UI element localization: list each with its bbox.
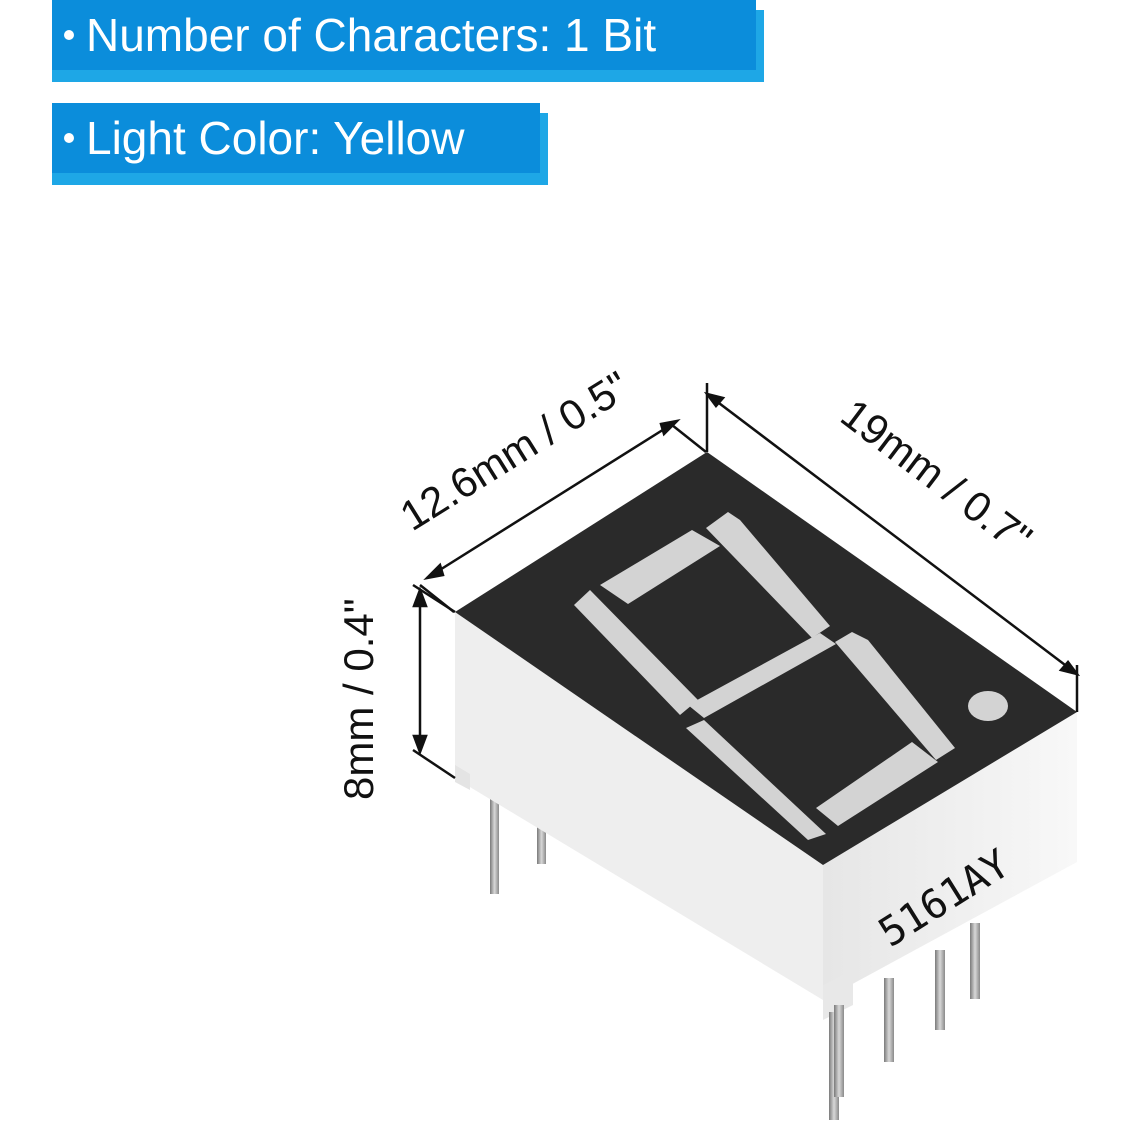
width-dimension-label: 12.6mm / 0.5" [392, 362, 637, 540]
pin [884, 978, 894, 1062]
segment-dp [968, 691, 1008, 721]
segments [574, 512, 1008, 840]
pin [537, 806, 546, 864]
body-standoff [823, 970, 853, 1020]
length-dimension [703, 383, 1081, 712]
segment-e [686, 720, 826, 840]
display-body-left-side [455, 612, 823, 1000]
height-dimension [412, 583, 456, 780]
display-body-front-side [823, 712, 1077, 1000]
pin [935, 950, 945, 1030]
body-standoff [455, 765, 470, 790]
spec-tag-label: Number of Characters: 1 Bit [86, 9, 657, 61]
segment-c [835, 632, 955, 760]
length-dimension-label: 19mm / 0.7" [833, 390, 1041, 563]
spec-tag-background [52, 103, 540, 173]
segment-f [574, 590, 698, 715]
spec-tag-label: Light Color: Yellow [86, 112, 465, 164]
segment-d [816, 742, 938, 826]
spec-tag-text: Number of Characters: 1 Bit [64, 0, 656, 70]
spec-tag-text: Light Color: Yellow [64, 103, 464, 173]
pin [490, 790, 499, 894]
spec-tag-background [52, 0, 756, 70]
pin [970, 923, 980, 999]
back-pins [490, 790, 546, 894]
height-dimension-label: 8mm / 0.4" [335, 598, 382, 800]
segment-g [688, 633, 836, 718]
pin [834, 1005, 844, 1097]
bullet-icon [64, 132, 74, 143]
bullet-icon [64, 29, 74, 40]
segment-b [706, 512, 830, 638]
segment-a [600, 530, 720, 604]
front-pins [829, 923, 980, 1120]
